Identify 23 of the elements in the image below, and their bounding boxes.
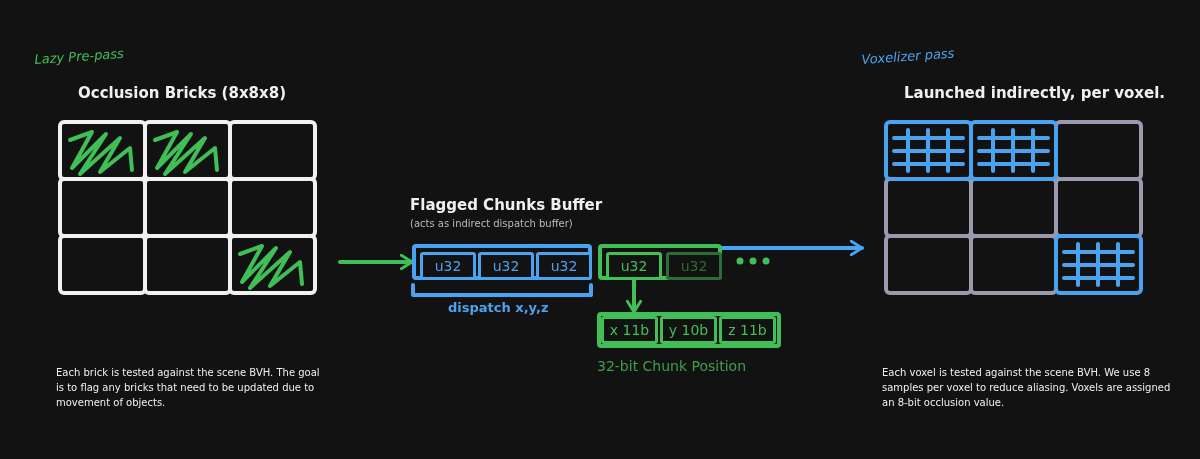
description: Each voxel is tested against the scene BVH. We use 8 samples per voxel to reduce aliasing. Voxels are assigned an 8-bit occlusion value. bbox=[882, 366, 1172, 410]
buffer-group-box bbox=[598, 244, 722, 280]
value-cell: z 11b bbox=[719, 316, 776, 344]
value-cell: u32 bbox=[666, 252, 722, 280]
description: Each brick is tested against the scene BVH. The goal is to flag any bricks that need to be updated due to movement of objects. bbox=[56, 366, 321, 410]
value-cell: u32 bbox=[478, 252, 534, 280]
subheading: (acts as indirect dispatch buffer) bbox=[410, 218, 573, 229]
value-cell: u32 bbox=[536, 252, 592, 280]
section-label: Voxelizer pass bbox=[860, 45, 955, 67]
value-cell: u32 bbox=[606, 252, 662, 280]
heading: Flagged Chunks Buffer bbox=[410, 196, 603, 214]
value-cell: x 11b bbox=[601, 316, 658, 344]
value-cell: u32 bbox=[420, 252, 476, 280]
value-cell: y 10b bbox=[660, 316, 717, 344]
heading: Launched indirectly, per voxel. bbox=[904, 84, 1166, 102]
heading: Occlusion Bricks (8x8x8) bbox=[78, 84, 286, 102]
arrow bbox=[338, 253, 414, 271]
arrow bbox=[625, 278, 643, 314]
arrow bbox=[720, 239, 864, 257]
buffer-group-box bbox=[412, 244, 592, 280]
section-label: Lazy Pre-pass bbox=[33, 45, 125, 67]
bracket-label: dispatch x,y,z bbox=[448, 300, 549, 315]
field-label: 32-bit Chunk Position bbox=[597, 358, 747, 374]
